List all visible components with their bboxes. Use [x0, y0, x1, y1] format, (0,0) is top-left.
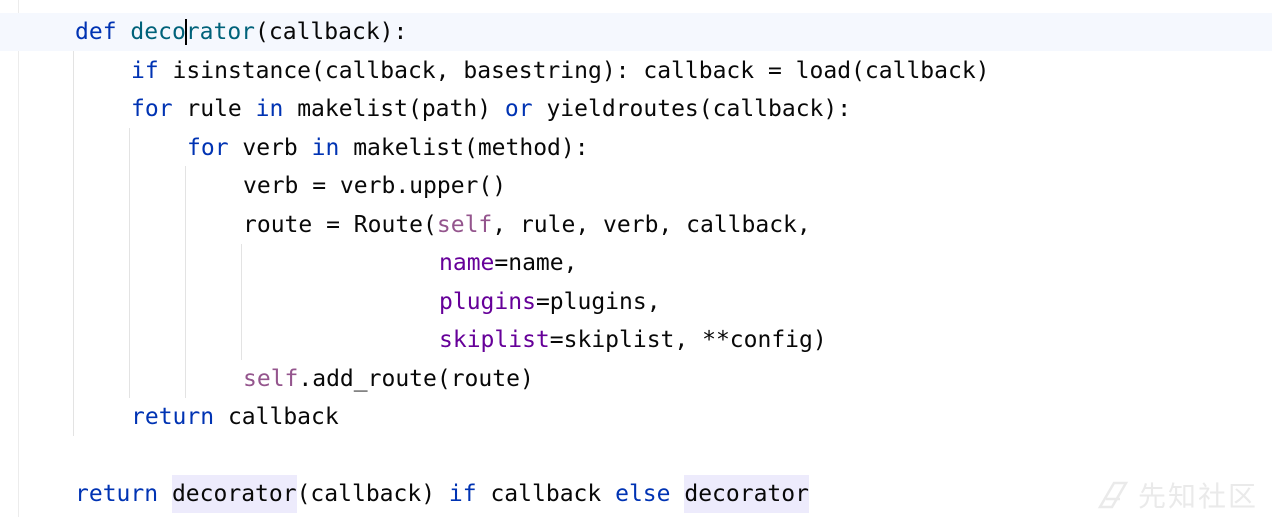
code-token [670, 475, 684, 513]
code-token: yieldroutes(callback): [532, 96, 852, 122]
xianzhi-logo-icon [1097, 481, 1129, 509]
code-line-text: route = Route(self, rule, verb, callback… [243, 206, 811, 244]
code-line-text: plugins=plugins, [439, 283, 661, 321]
code-token: if [131, 58, 159, 84]
code-token: route = Route( [243, 212, 437, 238]
code-token: return [131, 404, 215, 430]
code-token: , rule, verb, callback, [492, 212, 811, 238]
code-token: verb = verb.upper() [243, 173, 507, 199]
code-token: name [439, 250, 495, 276]
code-token: callback [476, 481, 616, 507]
text-caret [184, 18, 187, 45]
indent-guide [129, 128, 130, 398]
gutter-divider [18, 0, 19, 517]
code-token: makelist(path) [283, 96, 505, 122]
code-line[interactable]: self.add_route(route) [0, 360, 1272, 398]
code-token: isinstance(callback, basestring): callba… [158, 58, 990, 84]
code-line-text: if isinstance(callback, basestring): cal… [131, 52, 990, 90]
watermark: 先知社区 [1096, 479, 1258, 513]
code-token [117, 13, 131, 51]
code-line-text: return callback [131, 398, 339, 436]
code-token: or [504, 96, 533, 122]
code-line-text: self.add_route(route) [243, 360, 534, 398]
code-token: deco [130, 19, 186, 45]
code-token: skiplist [439, 327, 550, 353]
indent-guide [185, 166, 186, 398]
code-token: if [448, 481, 477, 507]
indent-guide [73, 50, 74, 436]
code-line-text: skiplist=skiplist, **config) [439, 321, 827, 359]
code-token: in [311, 135, 340, 161]
code-line[interactable]: skiplist=skiplist, **config) [0, 321, 1272, 359]
indent-guide [241, 244, 242, 360]
watermark-text: 先知社区 [1137, 480, 1258, 513]
code-token: return [75, 481, 159, 507]
code-token: self [436, 212, 493, 238]
code-token: =skiplist, **config) [549, 327, 827, 353]
code-line[interactable]: route = Route(self, rule, verb, callback… [0, 206, 1272, 244]
usage-highlight-token: decorator [171, 475, 297, 513]
code-line[interactable]: for verb in makelist(method): [0, 129, 1272, 167]
code-token: (callback): [255, 19, 408, 45]
usage-highlight-token: decorator [684, 475, 809, 513]
code-token [158, 475, 172, 513]
code-line[interactable]: for rule in makelist(path) or yieldroute… [0, 90, 1272, 128]
code-line[interactable]: plugins=plugins, [0, 283, 1272, 321]
code-line[interactable]: return decorator(callback) if callback e… [0, 475, 1272, 513]
code-line[interactable]: if isinstance(callback, basestring): cal… [0, 52, 1272, 90]
code-token: for [187, 135, 229, 161]
code-line-text: for rule in makelist(path) or yieldroute… [131, 90, 851, 128]
code-token: makelist(method): [339, 135, 589, 161]
code-token: .add_route(route) [298, 366, 534, 392]
code-token: in [255, 96, 284, 122]
code-line[interactable] [0, 436, 1272, 474]
code-token: =plugins, [535, 289, 661, 315]
code-line[interactable]: verb = verb.upper() [0, 167, 1272, 205]
code-token: for [131, 96, 173, 122]
code-token: rule [172, 96, 256, 122]
code-token: callback [214, 404, 339, 430]
code-line[interactable]: def decorator(callback): [0, 13, 1272, 51]
code-token: self [243, 366, 299, 392]
code-line-text: verb = verb.upper() [243, 167, 506, 205]
code-token: def [75, 19, 117, 45]
code-token: plugins [439, 289, 536, 315]
code-line-text: for verb in makelist(method): [187, 129, 589, 167]
code-line[interactable]: name=name, [0, 244, 1272, 282]
code-line-text: return decorator(callback) if callback e… [75, 475, 809, 513]
code-token: =name, [494, 250, 578, 276]
code-line-text: name=name, [439, 244, 577, 282]
code-token: else [615, 481, 671, 507]
code-line-text: def decorator(callback): [75, 13, 407, 51]
code-token: rator [185, 19, 256, 45]
code-token: (callback) [296, 481, 449, 507]
code-line[interactable]: return callback [0, 398, 1272, 436]
code-token: verb [228, 135, 312, 161]
